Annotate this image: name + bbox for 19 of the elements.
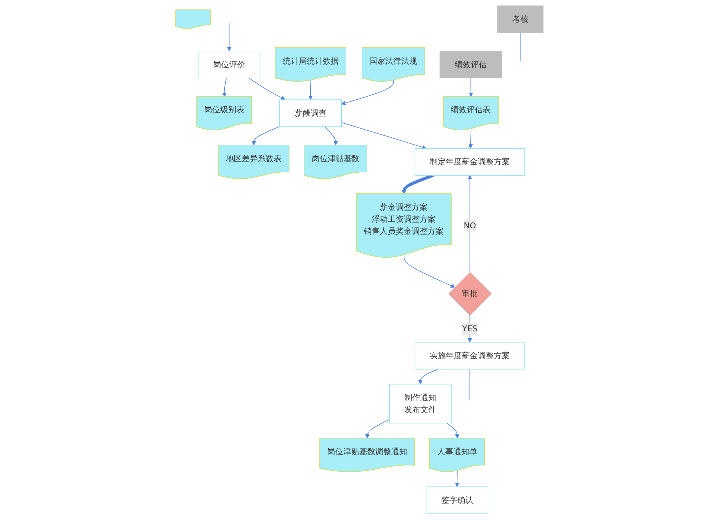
arrow bbox=[366, 419, 390, 439]
arrow bbox=[324, 126, 338, 146]
arrow bbox=[342, 80, 394, 106]
arrow bbox=[402, 174, 434, 194]
connector bbox=[470, 369, 471, 401]
arrow bbox=[468, 175, 473, 273]
arrow bbox=[455, 470, 460, 488]
arrow bbox=[404, 254, 456, 288]
arrow bbox=[222, 78, 228, 98]
arrow bbox=[469, 78, 474, 98]
arrow bbox=[447, 423, 460, 439]
arrow bbox=[418, 369, 439, 385]
arrow bbox=[228, 22, 232, 52]
arrow bbox=[468, 128, 474, 149]
arrow bbox=[308, 80, 314, 100]
connector bbox=[520, 32, 522, 62]
arrow bbox=[249, 78, 286, 100]
arrow bbox=[252, 126, 280, 146]
arrow bbox=[342, 122, 427, 150]
